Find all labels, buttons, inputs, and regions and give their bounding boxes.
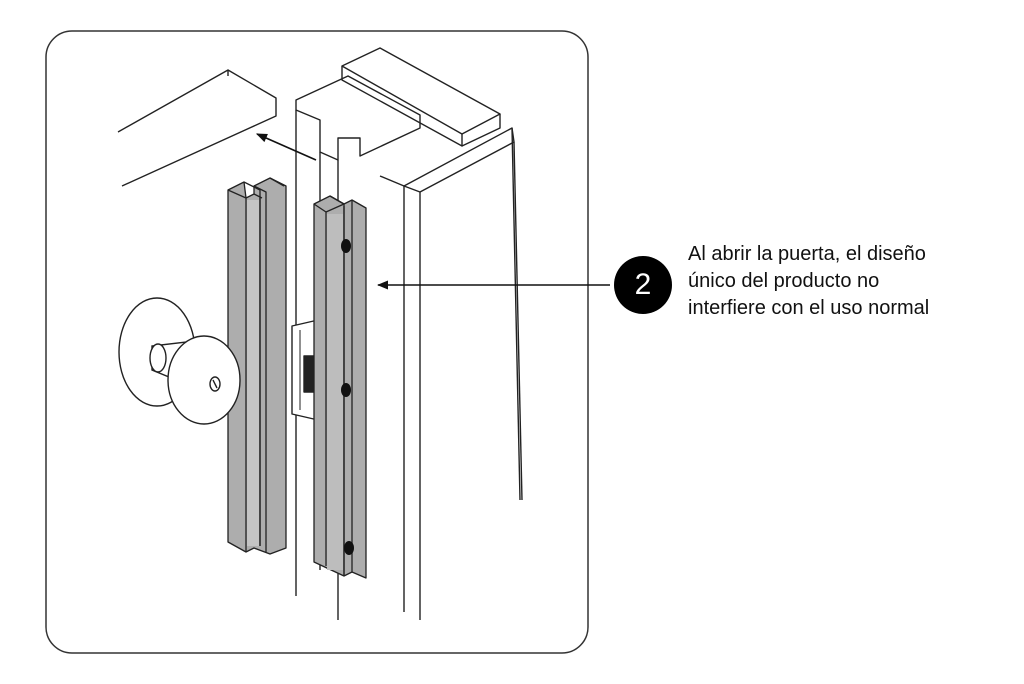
caption-line: Al abrir la puerta, el diseño <box>688 243 926 265</box>
left-guard-strip <box>227 177 287 555</box>
door-knob <box>118 297 241 425</box>
step-number: 2 <box>634 268 652 301</box>
right-guard-strip <box>313 195 367 579</box>
screw-holes <box>341 239 354 555</box>
door-jamb <box>295 75 421 161</box>
screw-icon <box>344 541 354 555</box>
caption: Al abrir la puerta, el diseño único del … <box>688 241 1008 322</box>
number-badge-icon: 2 <box>614 256 672 314</box>
open-door-edge <box>117 69 277 187</box>
screw-icon <box>341 383 351 397</box>
screw-icon <box>341 239 351 253</box>
arrow-icon <box>255 133 317 161</box>
caption-line: interfiere con el uso normal <box>688 297 930 319</box>
caption-line: único del producto no <box>688 270 880 292</box>
